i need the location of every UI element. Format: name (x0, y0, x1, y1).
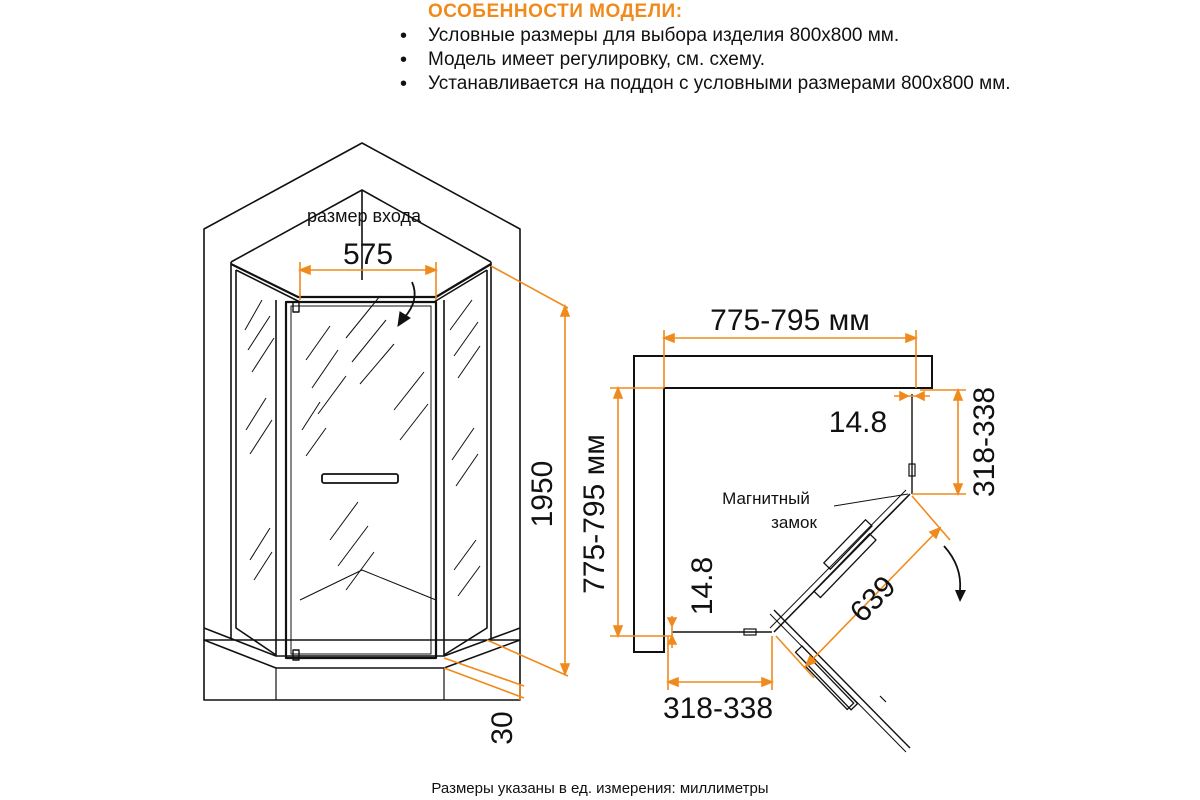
height-value: 1950 (526, 461, 559, 528)
shower-tray (203, 639, 521, 701)
entrance-width-value: 575 (343, 238, 393, 271)
plan-gap-right-value: 14.8 (829, 406, 887, 439)
plan-right-panel-value: 318-338 (968, 387, 1001, 497)
wall-outline (203, 142, 521, 641)
hinge-bottom (292, 649, 300, 661)
plan-swing-arrow (943, 545, 962, 591)
door-swing-arrow (403, 281, 416, 319)
feature-item-adjustment: Модель имеет регулировку, см. схему. (396, 48, 1016, 72)
plan-bottom-panel-value: 318-338 (663, 692, 773, 725)
plan-gap-left-value: 14.8 (686, 557, 719, 615)
right-side-panel (443, 270, 488, 656)
plan-door-width-value: 639 (844, 570, 903, 629)
plan-door-dim-line (805, 527, 941, 667)
plan-dimensions (610, 330, 966, 690)
tray-height-value: 30 (486, 711, 519, 744)
feature-item-size: Условные размеры для выбора изделия 800х… (396, 24, 1016, 48)
entrance-label: размер входа (307, 206, 422, 226)
feature-item-tray: Устанавливается на поддон с условными ра… (396, 72, 1016, 96)
glass-reflections (244, 295, 481, 597)
left-side-panel (235, 270, 277, 656)
magnet-lock-leader (833, 493, 909, 507)
features-list: Условные размеры для выбора изделия 800х… (396, 24, 1016, 96)
magnet-lock-label-line1: Магнитный (722, 489, 810, 508)
wall-corner-lines (230, 189, 492, 280)
hinge-top (292, 301, 300, 313)
plan-door-open (773, 609, 911, 749)
door-handle (321, 473, 399, 484)
plan-depth-value: 775-795 мм (578, 434, 611, 594)
features-title: ОСОБЕННОСТИ МОДЕЛИ: (428, 1, 683, 22)
top-rail (230, 263, 492, 299)
plan-width-value: 775-795 мм (710, 304, 870, 337)
front-view (203, 142, 521, 701)
magnet-lock-label-line2: замок (771, 513, 817, 532)
door-frame (284, 300, 438, 660)
front-dimensions (297, 262, 571, 700)
footer-units-note: Размеры указаны в ед. измерения: миллиме… (431, 780, 769, 797)
